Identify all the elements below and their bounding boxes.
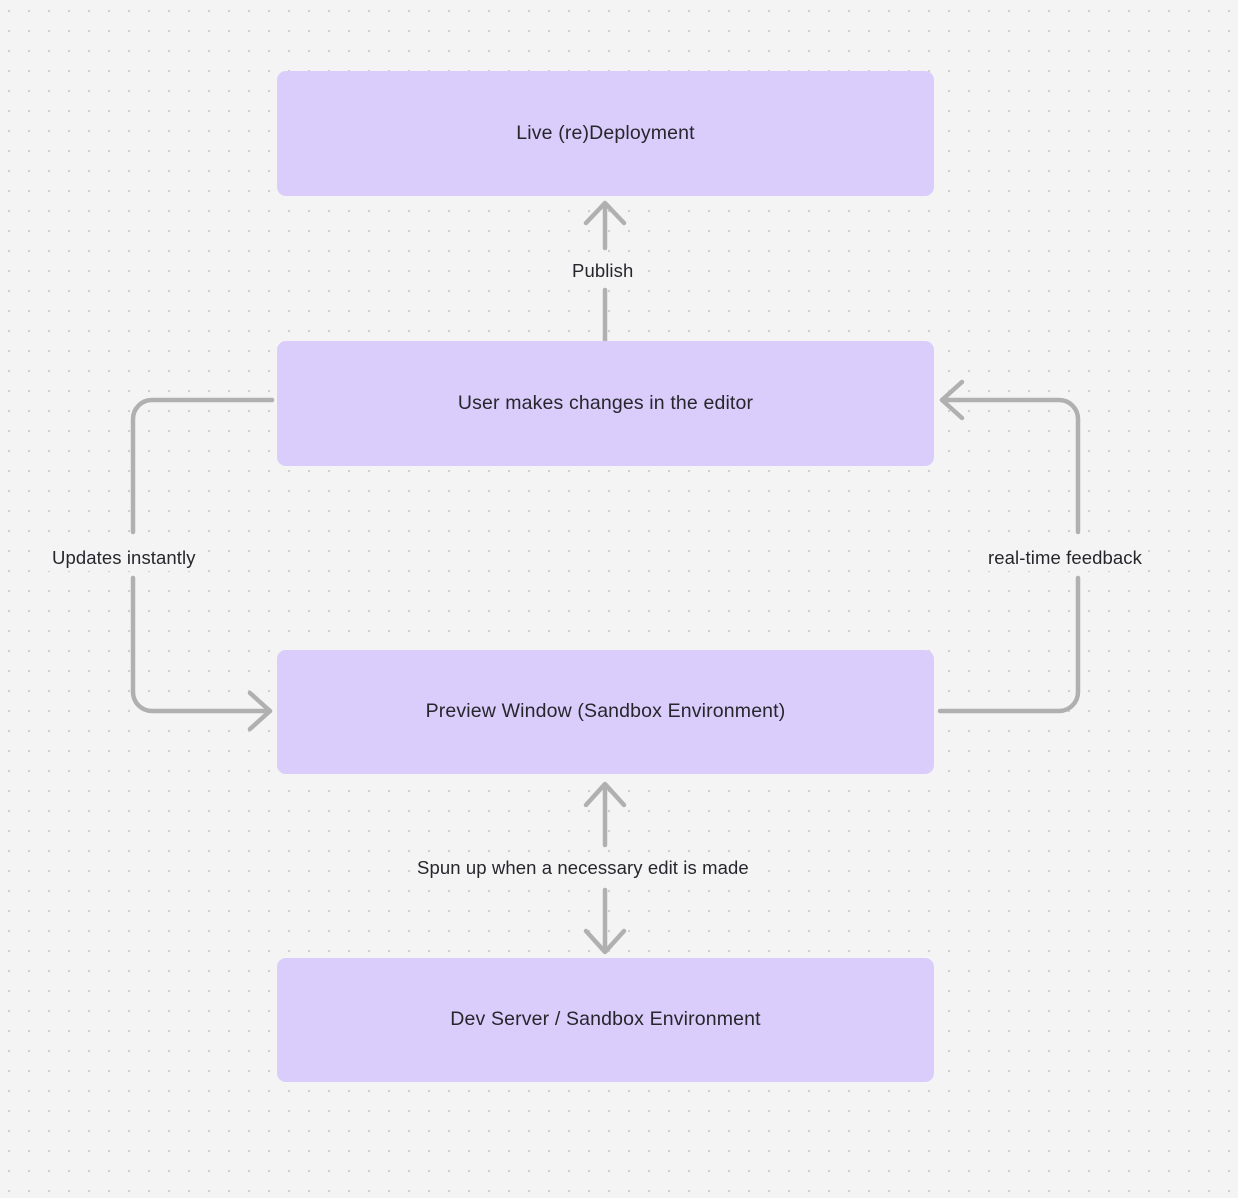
node-label: User makes changes in the editor	[457, 391, 754, 414]
arrowhead-up-publish	[583, 200, 627, 226]
arrowhead-right-updates	[247, 690, 273, 732]
node-preview-window[interactable]: Preview Window (Sandbox Environment)	[277, 650, 934, 774]
arrowhead-left-realtime	[939, 379, 965, 421]
edge-label-publish: Publish	[566, 258, 640, 285]
edge-label-updates-instantly: Updates instantly	[46, 545, 202, 572]
arrowhead-down-spun	[583, 928, 627, 955]
node-label: Preview Window (Sandbox Environment)	[425, 700, 786, 723]
node-dev-server[interactable]: Dev Server / Sandbox Environment	[277, 958, 934, 1082]
node-live-redeployment[interactable]: Live (re)Deployment	[277, 71, 934, 196]
node-user-makes-changes[interactable]: User makes changes in the editor	[277, 341, 934, 466]
node-label: Live (re)Deployment	[516, 121, 695, 144]
arrowhead-up-spun	[583, 781, 627, 808]
node-label: Dev Server / Sandbox Environment	[450, 1008, 761, 1031]
edge-label-spun-up: Spun up when a necessary edit is made	[411, 855, 755, 882]
edge-label-real-time-feedback: real-time feedback	[982, 545, 1148, 572]
